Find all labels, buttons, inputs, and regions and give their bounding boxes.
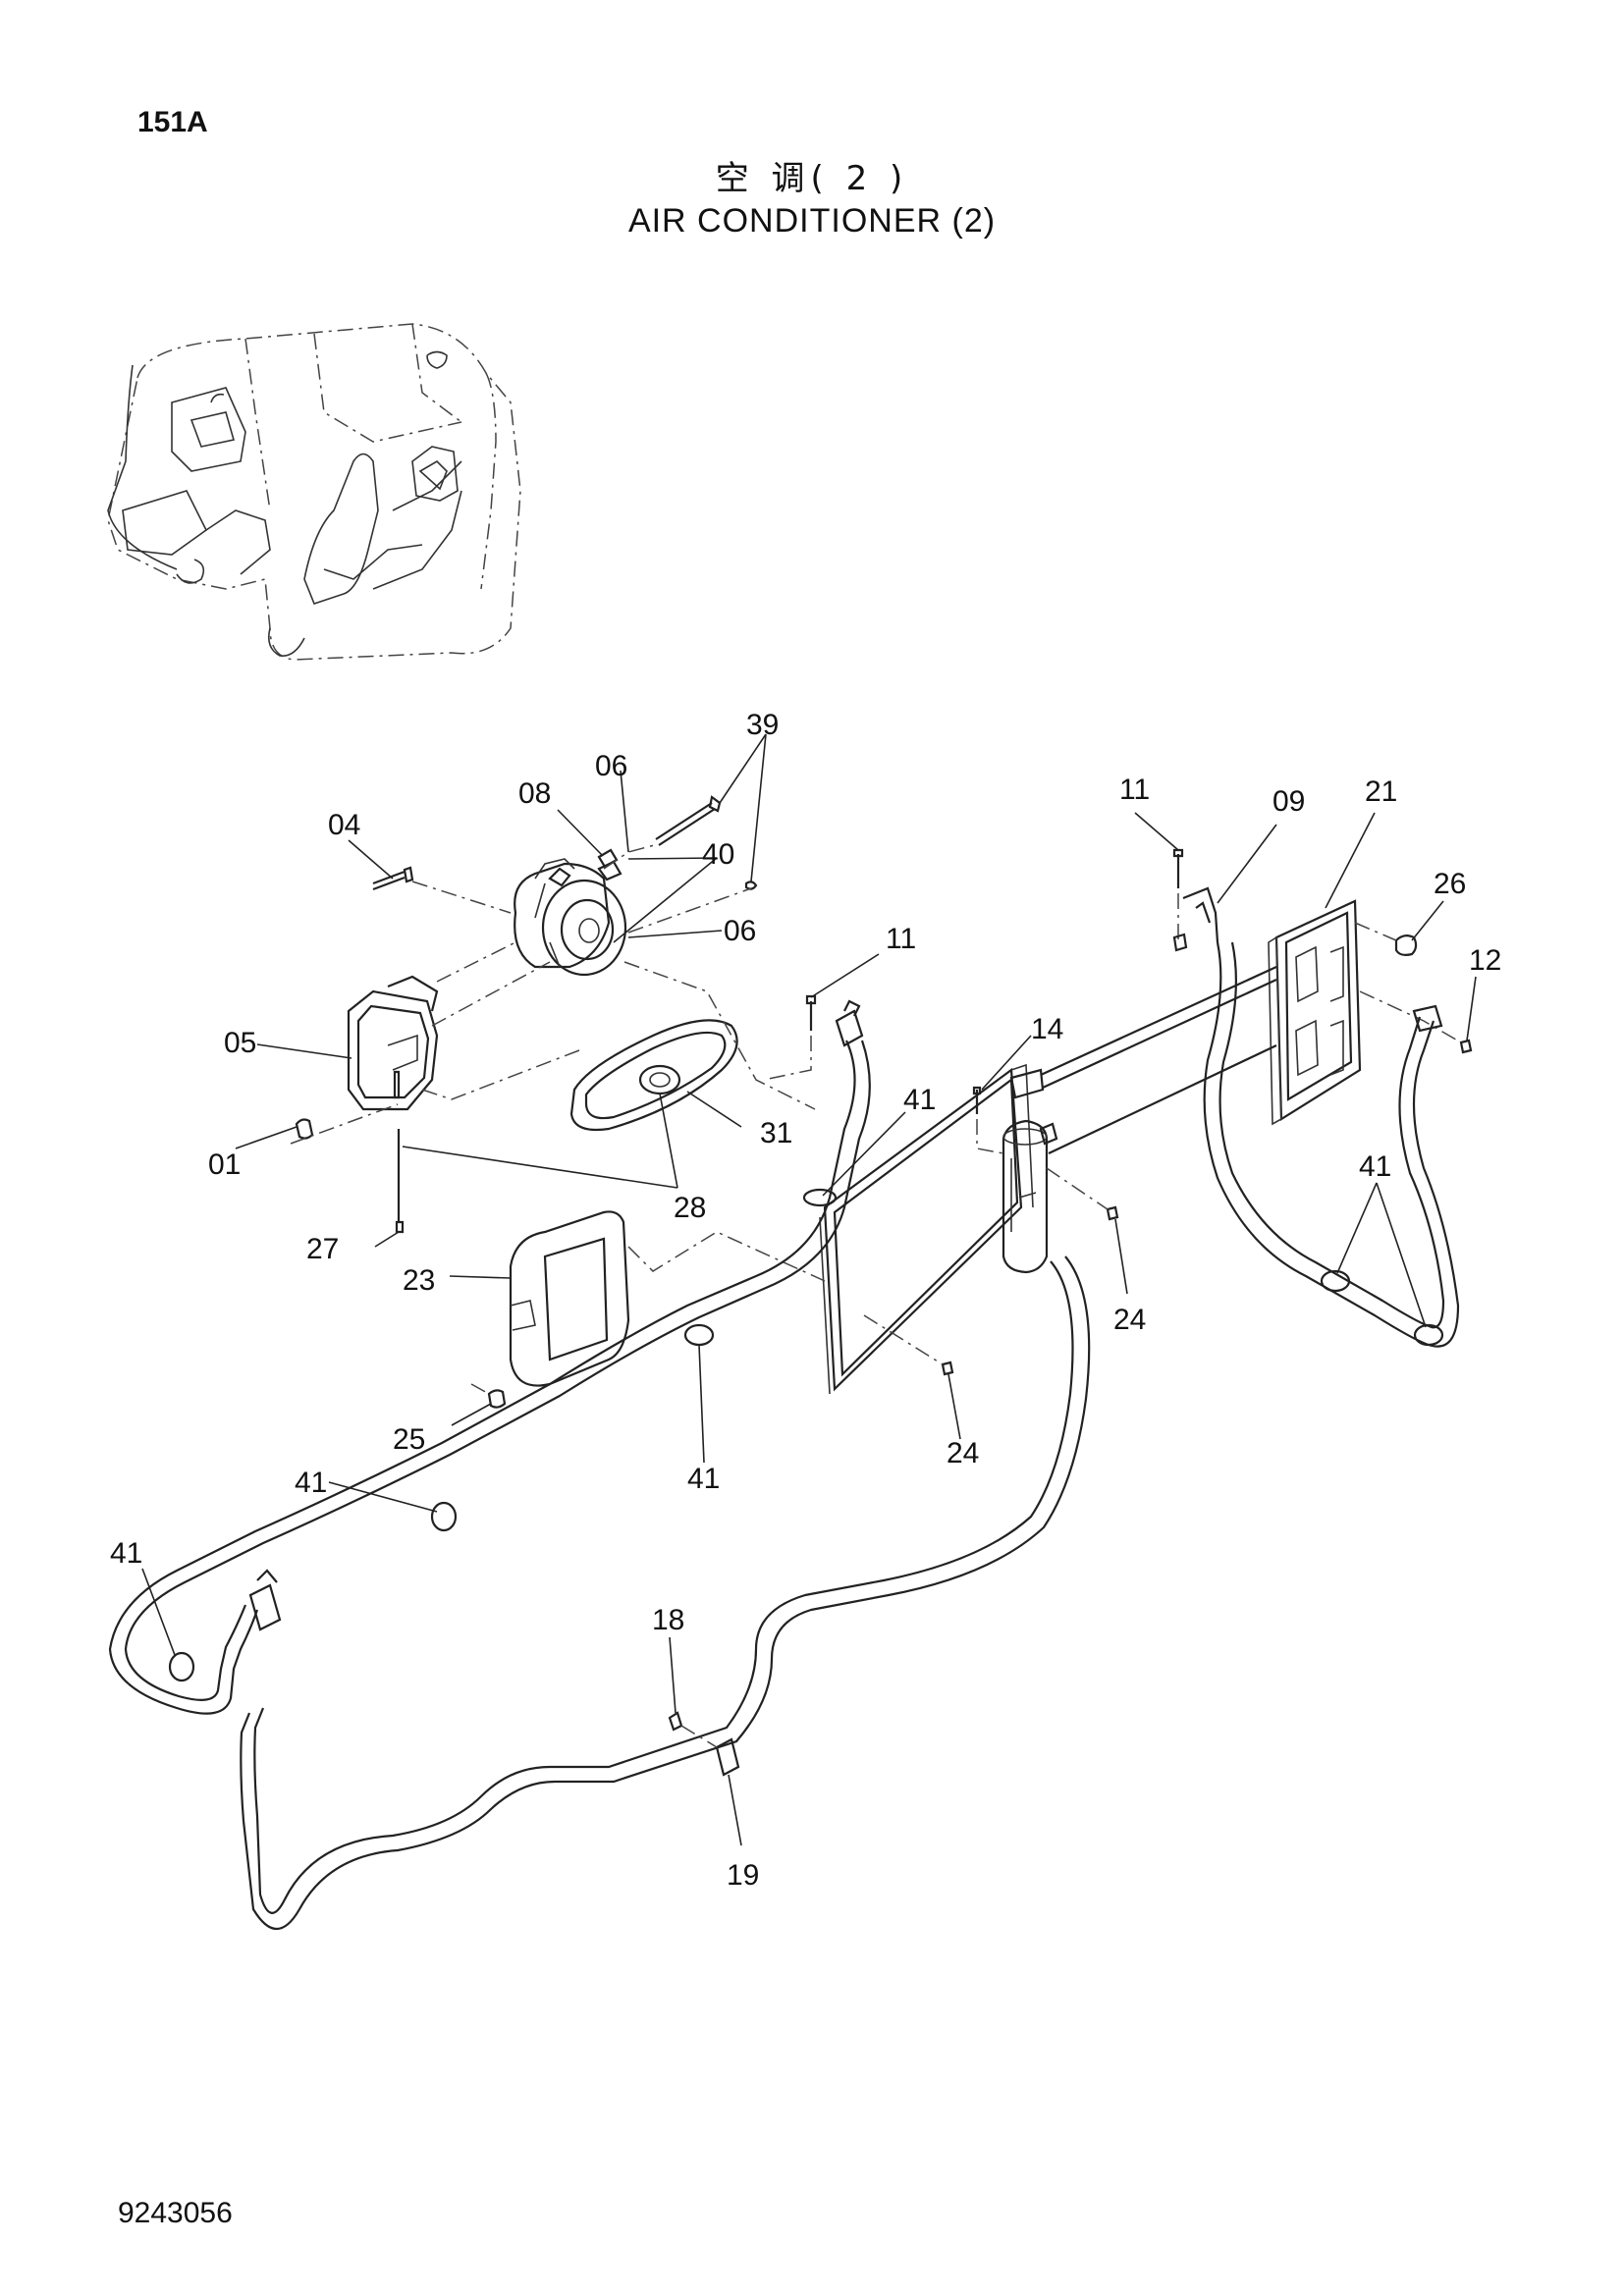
- hose-clamps: [168, 1188, 1444, 1682]
- hoses: [108, 941, 1460, 1930]
- callout-04: 04: [328, 809, 360, 841]
- callout-41-condenser: 41: [903, 1084, 936, 1116]
- document-number: 9243056: [118, 2197, 233, 2229]
- callout-40: 40: [702, 838, 734, 871]
- callout-14: 14: [1031, 1013, 1063, 1045]
- callout-08: 08: [518, 777, 551, 810]
- callout-31: 31: [760, 1117, 792, 1149]
- callout-18: 18: [652, 1604, 684, 1636]
- callout-24-right: 24: [1113, 1304, 1146, 1336]
- callout-labels: 39 06 08 04 40 06 05 01 31 28 27 23 25 1…: [110, 709, 1501, 1892]
- callout-11-center: 11: [886, 923, 916, 955]
- callout-21: 21: [1365, 775, 1397, 808]
- callout-27: 27: [306, 1233, 339, 1265]
- refrigerant-pipes: [1040, 966, 1277, 1154]
- callout-41-far-left: 41: [110, 1537, 142, 1570]
- callout-41-middle: 41: [687, 1463, 720, 1495]
- callout-09: 09: [1272, 785, 1305, 818]
- machine-overview-illustration: [107, 323, 521, 661]
- callout-12: 12: [1469, 944, 1501, 977]
- page-title-english: AIR CONDITIONER (2): [627, 202, 997, 240]
- callout-41-evaporator: 41: [1359, 1150, 1391, 1183]
- callout-06-top: 06: [595, 750, 627, 782]
- callout-23: 23: [403, 1264, 435, 1297]
- callout-11-right: 11: [1119, 774, 1150, 806]
- evaporator-unit: [1172, 848, 1473, 1126]
- callout-26: 26: [1434, 868, 1466, 900]
- callout-05: 05: [224, 1027, 256, 1059]
- callout-06-side: 06: [724, 915, 756, 947]
- callout-19: 19: [727, 1859, 759, 1892]
- leader-lines: [141, 733, 1477, 1846]
- cover-plate: [470, 1210, 826, 1409]
- callout-41-left: 41: [295, 1467, 327, 1499]
- page-code: 151A: [137, 106, 208, 138]
- callout-39: 39: [746, 709, 779, 741]
- callout-01: 01: [208, 1148, 241, 1181]
- callout-24-bottom: 24: [947, 1437, 979, 1469]
- compressor-assembly: [290, 795, 816, 1234]
- callout-28: 28: [674, 1192, 706, 1224]
- condenser-assembly: [763, 994, 1119, 1395]
- callout-25: 25: [393, 1423, 425, 1456]
- page-title-chinese: 空 调( 2 ): [715, 159, 909, 198]
